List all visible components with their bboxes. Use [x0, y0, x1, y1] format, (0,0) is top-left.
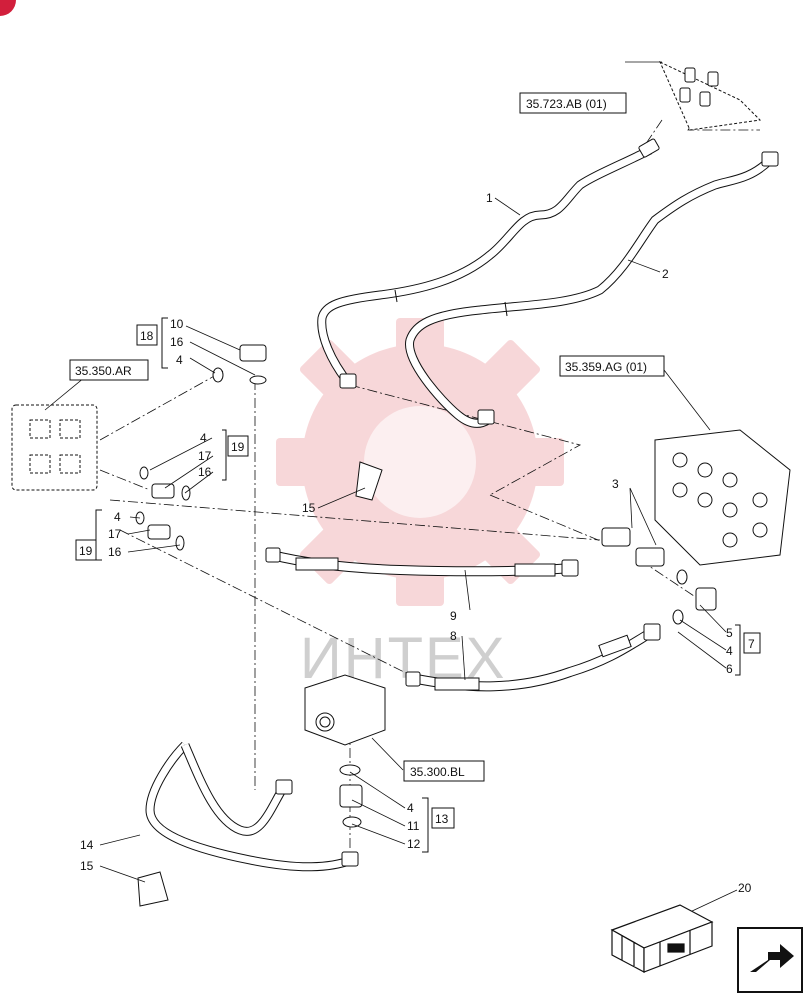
callout-4-g7[interactable]: 4: [726, 644, 733, 658]
callout-17-g19-upper[interactable]: 17: [198, 449, 212, 463]
callout-9[interactable]: 9: [450, 609, 457, 623]
group-box-19-upper[interactable]: 19: [227, 435, 249, 457]
fittings: [135, 344, 717, 907]
arrow-next-icon[interactable]: [737, 927, 803, 993]
callout-16-g18[interactable]: 16: [170, 335, 184, 349]
callout-15-lower[interactable]: 15: [80, 859, 94, 873]
svg-text:35.723.AB (01): 35.723.AB (01): [526, 97, 607, 111]
svg-text:19: 19: [231, 440, 245, 454]
hose-9: [265, 547, 579, 577]
callout-8[interactable]: 8: [450, 629, 457, 643]
callout-12[interactable]: 12: [407, 837, 421, 851]
watermark-gear-hole: [364, 406, 476, 518]
callout-2[interactable]: 2: [662, 267, 669, 281]
corner-badge-icon: [0, 0, 16, 16]
callout-5[interactable]: 5: [726, 626, 733, 640]
ref-35-350-ar[interactable]: 35.350.AR: [69, 359, 149, 381]
crate-icon: [610, 904, 714, 973]
svg-text:19: 19: [79, 544, 93, 558]
watermark-gear: [276, 318, 564, 606]
callout-4-g19-lower[interactable]: 4: [114, 510, 121, 524]
svg-text:18: 18: [140, 329, 154, 343]
ref-35-723-ab[interactable]: 35.723.AB (01): [519, 92, 627, 114]
small-valve-block: [304, 674, 386, 746]
hose-8: [405, 623, 661, 692]
ref-35-300-bl[interactable]: 35.300.BL: [403, 760, 485, 782]
callout-6[interactable]: 6: [726, 662, 733, 676]
guide-lines: [99, 111, 760, 850]
ref-35-359-ag[interactable]: 35.359.AG (01): [559, 355, 665, 377]
hose-14: [145, 741, 359, 872]
group-box-18[interactable]: 18: [136, 324, 158, 346]
callout-4-g19-upper[interactable]: 4: [200, 431, 207, 445]
callout-1[interactable]: 1: [486, 191, 493, 205]
callout-10[interactable]: 10: [170, 317, 184, 331]
svg-text:35.300.BL: 35.300.BL: [410, 765, 465, 779]
svg-text:13: 13: [435, 812, 449, 826]
top-valve: [658, 60, 762, 131]
callout-20[interactable]: 20: [738, 881, 752, 895]
hose-2: [405, 151, 779, 428]
callout-3[interactable]: 3: [612, 477, 619, 491]
callout-14[interactable]: 14: [80, 838, 94, 852]
group-box-7[interactable]: 7: [743, 632, 761, 654]
group-brackets: [95, 317, 741, 853]
callout-11[interactable]: 11: [407, 819, 420, 833]
callout-16-g19-upper[interactable]: 16: [198, 465, 212, 479]
callout-4-g18[interactable]: 4: [176, 353, 183, 367]
callout-17-g19-lower[interactable]: 17: [108, 527, 122, 541]
hose-1: [317, 138, 660, 389]
control-valve: [654, 429, 791, 566]
svg-text:35.359.AG (01): 35.359.AG (01): [565, 360, 647, 374]
callout-4-g13[interactable]: 4: [407, 801, 414, 815]
svg-text:7: 7: [748, 637, 755, 651]
callout-16-g19-lower[interactable]: 16: [108, 545, 122, 559]
leader-lines: [44, 61, 738, 913]
callout-15-upper[interactable]: 15: [302, 501, 316, 515]
group-box-13[interactable]: 13: [431, 807, 455, 829]
svg-text:35.350.AR: 35.350.AR: [75, 364, 132, 378]
left-valve-block: [11, 404, 98, 491]
group-box-19-lower[interactable]: 19: [75, 539, 97, 561]
